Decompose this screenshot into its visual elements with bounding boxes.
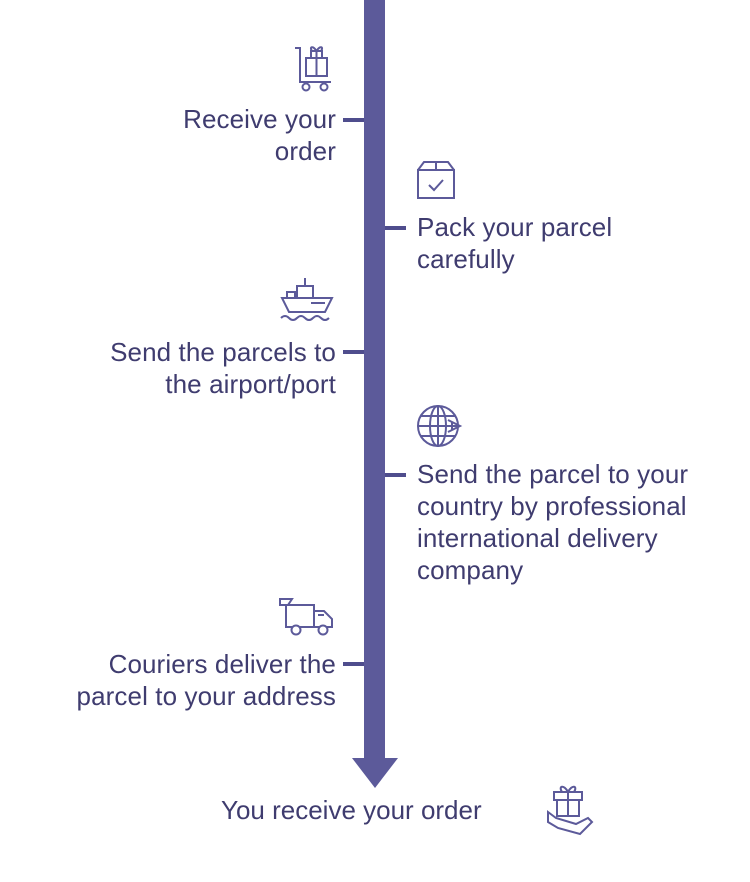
package-check-icon (416, 160, 456, 200)
timeline-arrowhead (352, 758, 398, 788)
step-connector-send-port (343, 350, 364, 354)
ship-icon (279, 276, 335, 324)
step-connector-receive (343, 118, 364, 122)
step-label-receive: Receive your order (183, 104, 336, 166)
step-label-pack: Pack your parcel carefully (417, 212, 613, 274)
step-connector-intl (385, 473, 406, 477)
final-step-label: You receive your order (221, 795, 482, 825)
step-label-send-port: Send the parcels to the airport/port (110, 337, 336, 399)
step-connector-courier (343, 662, 364, 666)
step-connector-pack (385, 226, 406, 230)
timeline-spine (364, 0, 385, 760)
step-label-courier: Couriers deliver the parcel to your addr… (76, 649, 336, 711)
globe-plane-icon (416, 402, 466, 450)
step-label-intl: Send the parcel to your country by profe… (417, 459, 689, 585)
gift-hand-icon (546, 782, 598, 836)
delivery-truck-icon (278, 595, 336, 637)
cart-gift-icon (293, 42, 335, 92)
